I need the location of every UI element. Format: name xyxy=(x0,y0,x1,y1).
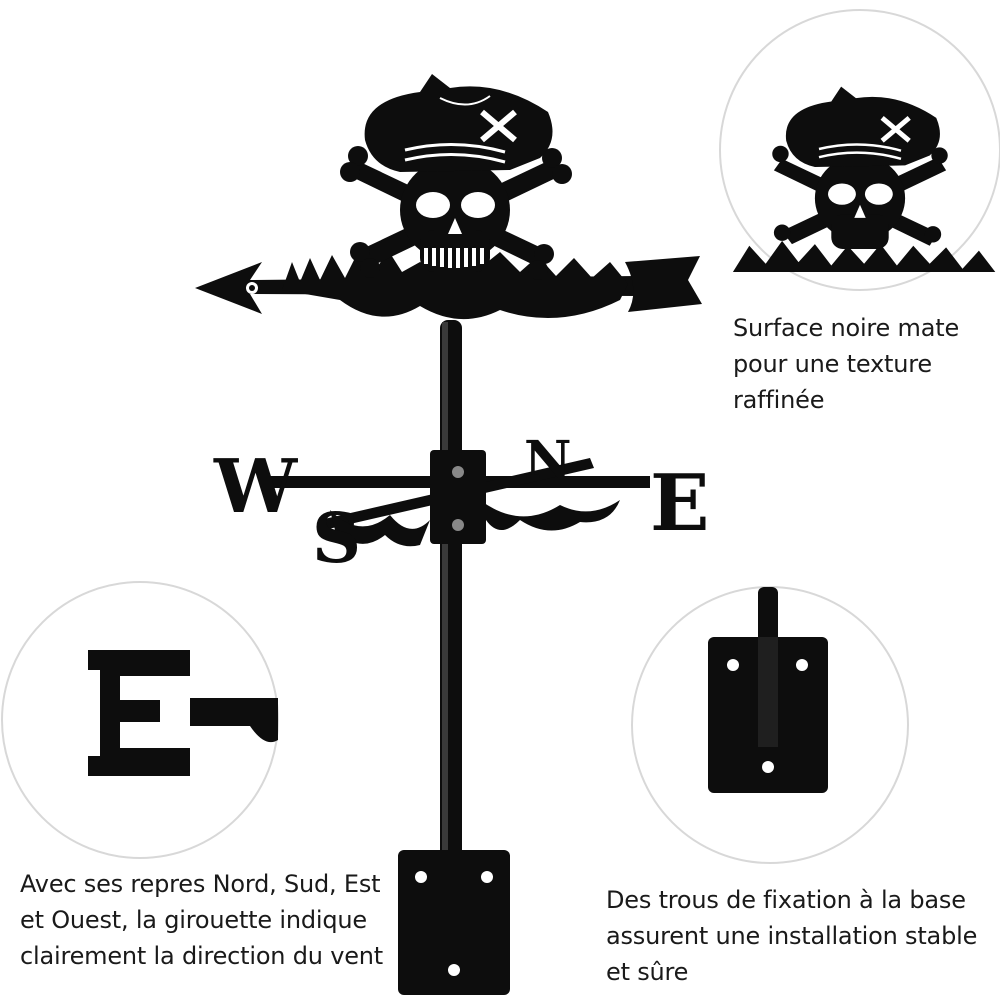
detail-circle-directions xyxy=(1,581,279,859)
compass-east-letter: E xyxy=(650,458,709,549)
detail-circle-finish xyxy=(719,9,1000,291)
compass-south-letter: S xyxy=(312,499,361,579)
detail-circle-mounting xyxy=(631,586,909,864)
callout-directions: Avec ses repres Nord, Sud, Est et Ouest,… xyxy=(20,870,384,970)
mounting-plate xyxy=(398,850,510,995)
callout-mounting: Des trous de fixation à la base assurent… xyxy=(606,886,978,986)
compass-arms xyxy=(270,450,650,547)
weathervane: W E N S xyxy=(195,74,709,995)
pirate-hat-icon xyxy=(364,74,553,172)
callout-finish: Surface noire mate pour une texture raff… xyxy=(733,314,960,414)
skull-icon xyxy=(400,158,510,272)
compass-north-letter: N xyxy=(524,430,572,491)
compass-west-letter: W xyxy=(213,444,298,530)
